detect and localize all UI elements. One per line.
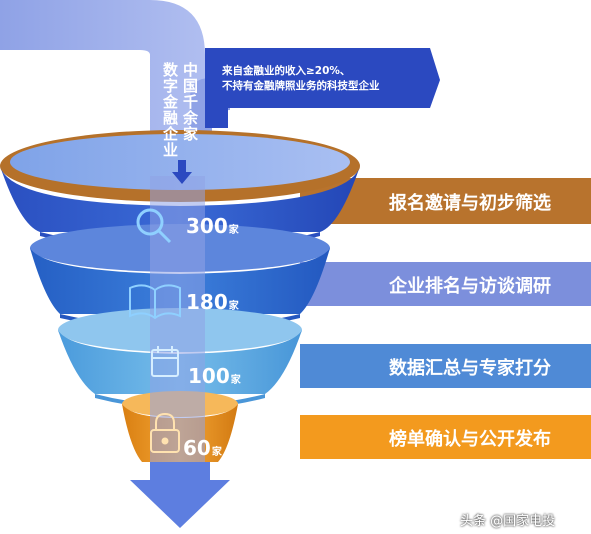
stage-2-count: 180家	[186, 290, 239, 314]
stage-1-label: 报名邀请与初步筛选	[389, 193, 551, 214]
book-icon	[129, 284, 181, 320]
stage-3-count: 100家	[188, 364, 241, 388]
banner-4-bg	[300, 415, 591, 459]
watermark: 头条 @国家电投	[460, 514, 556, 529]
stage-1-count: 300家	[186, 214, 239, 238]
stage-4-label: 榜单确认与公开发布	[389, 429, 551, 450]
center-shaft	[150, 176, 205, 476]
magnifier-icon	[136, 208, 172, 244]
padlock-icon	[150, 412, 180, 453]
down-arrow-icon	[172, 160, 192, 184]
stage-3-label: 数据汇总与专家打分	[389, 358, 551, 379]
vertical-label-left: 数字金融企业	[161, 62, 179, 158]
note-flag	[205, 48, 440, 128]
funnel-tier-1-body	[0, 166, 360, 232]
output-arrow	[130, 462, 230, 528]
banner-3-bg	[300, 344, 591, 388]
criteria-line-1: 来自金融业的收入≥20%、	[222, 65, 351, 77]
criteria-line-2: 不持有金融牌照业务的科技型企业	[222, 80, 380, 92]
stage-4-count: 60家	[183, 436, 222, 460]
criteria-note: 来自金融业的收入≥20%、 不持有金融牌照业务的科技型企业	[222, 64, 380, 94]
banner-2-bg	[300, 262, 591, 306]
stage-2-label: 企业排名与访谈调研	[389, 276, 551, 297]
calendar-icon	[151, 346, 179, 377]
vertical-label-right: 中国千余家	[181, 62, 199, 142]
